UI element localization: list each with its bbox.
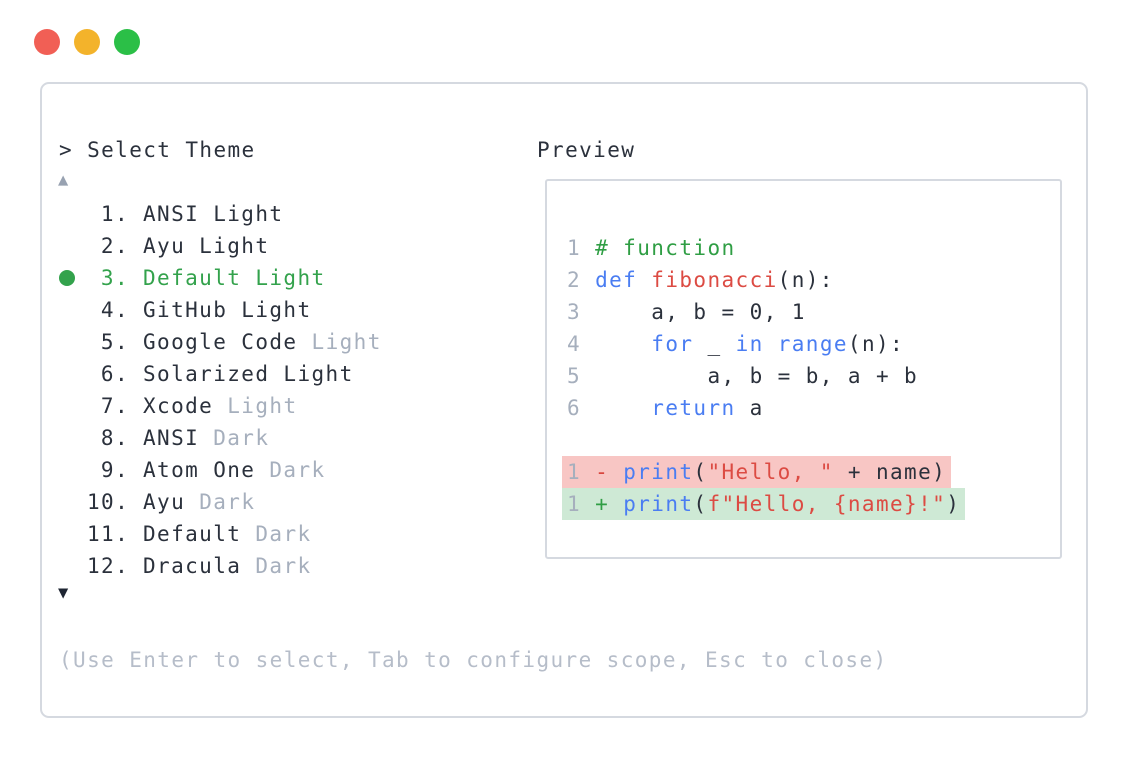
theme-list-item[interactable]: 11. Default Dark — [59, 518, 382, 550]
theme-item-number: 1. — [100, 202, 129, 226]
theme-item-variant: Light — [227, 394, 298, 418]
theme-item-variant: Dark — [255, 554, 312, 578]
scroll-up-icon[interactable]: ▲ — [58, 170, 69, 190]
theme-list-item[interactable]: 1. ANSI Light — [59, 198, 382, 230]
theme-list-item[interactable]: 4. GitHub Light — [59, 294, 382, 326]
theme-picker-window: > Select Theme ▲ 1. ANSI Light 2. Ayu Light… — [40, 82, 1088, 718]
theme-item-number: 5. — [100, 330, 129, 354]
line-number: 5 — [567, 364, 596, 388]
theme-list-item[interactable]: 9. Atom One Dark — [59, 454, 382, 486]
code-line: 3 a, b = 0, 1 — [567, 300, 806, 324]
bullet-spacer — [59, 454, 87, 486]
maximize-window-button[interactable] — [114, 29, 140, 55]
line-number: 6 — [567, 396, 596, 420]
line-number: 2 — [567, 268, 596, 292]
bullet-spacer — [59, 326, 87, 358]
code-line: 1 - print("Hello, " + name) — [562, 456, 1060, 488]
bullet-spacer — [59, 518, 87, 550]
theme-item-number: 7. — [100, 394, 129, 418]
line-number: 4 — [567, 332, 596, 356]
bullet-spacer — [59, 198, 87, 230]
theme-list-item[interactable]: 12. Dracula Dark — [59, 550, 382, 582]
theme-item-name: Ayu Light — [143, 234, 270, 258]
theme-item-number: 9. — [100, 458, 129, 482]
theme-item-variant: Dark — [213, 426, 270, 450]
theme-item-variant: Dark — [269, 458, 326, 482]
bullet-spacer — [59, 358, 87, 390]
theme-item-number: 12. — [87, 554, 130, 578]
theme-list-item[interactable]: 8. ANSI Dark — [59, 422, 382, 454]
theme-item-variant: Light — [311, 330, 382, 354]
theme-item-name: Dracula — [143, 554, 256, 578]
theme-list-item[interactable]: 3. Default Light — [59, 262, 382, 294]
code-blank-line — [567, 424, 1060, 456]
theme-list: 1. ANSI Light 2. Ayu Light 3. Default Light 4.… — [59, 198, 382, 582]
theme-item-variant: Dark — [199, 490, 256, 514]
code-line: 4 for _ in range(n): — [567, 332, 905, 356]
theme-item-name: Atom One — [143, 458, 270, 482]
theme-item-number: 10. — [87, 490, 130, 514]
theme-item-number: 2. — [100, 234, 129, 258]
code-line: 5 a, b = b, a + b — [567, 364, 919, 388]
theme-item-name: Solarized Light — [143, 362, 354, 386]
theme-list-item[interactable]: 6. Solarized Light — [59, 358, 382, 390]
theme-list-item[interactable]: 5. Google Code Light — [59, 326, 382, 358]
close-window-button[interactable] — [34, 29, 60, 55]
theme-item-name: Ayu — [143, 490, 200, 514]
minimize-window-button[interactable] — [74, 29, 100, 55]
bullet-spacer — [59, 422, 87, 454]
selected-dot-icon — [59, 262, 87, 294]
line-number: 1 — [567, 236, 596, 260]
window-controls — [34, 29, 140, 55]
theme-item-name: Default Light — [143, 266, 326, 290]
select-theme-prompt: > Select Theme — [59, 138, 256, 162]
line-number: 1 — [567, 492, 596, 516]
preview-pane: 1 # function 2 def fibonacci(n): 3 a, b = … — [545, 179, 1062, 559]
theme-item-name: Default — [143, 522, 256, 546]
theme-list-item[interactable]: 10. Ayu Dark — [59, 486, 382, 518]
theme-item-number: 4. — [100, 298, 129, 322]
theme-list-item[interactable]: 2. Ayu Light — [59, 230, 382, 262]
theme-item-name: Google Code — [143, 330, 312, 354]
theme-item-number: 3. — [100, 266, 129, 290]
theme-item-number: 11. — [87, 522, 130, 546]
theme-item-variant: Dark — [255, 522, 312, 546]
scroll-down-icon[interactable]: ▼ — [58, 583, 69, 603]
theme-list-item[interactable]: 7. Xcode Light — [59, 390, 382, 422]
preview-label: Preview — [537, 138, 636, 162]
theme-item-name: ANSI — [143, 426, 214, 450]
bullet-spacer — [59, 230, 87, 262]
line-number: 3 — [567, 300, 596, 324]
code-line: 1 + print(f"Hello, {name}!") — [562, 488, 1060, 520]
theme-item-name: Xcode — [143, 394, 228, 418]
code-line: 2 def fibonacci(n): — [567, 268, 834, 292]
help-text: (Use Enter to select, Tab to configure s… — [59, 648, 888, 672]
bullet-spacer — [59, 294, 87, 326]
line-number: 1 — [567, 460, 596, 484]
code-line: 6 return a — [567, 396, 764, 420]
theme-item-name: GitHub Light — [143, 298, 312, 322]
theme-item-number: 6. — [100, 362, 129, 386]
bullet-spacer — [59, 390, 87, 422]
code-line: 1 # function — [567, 236, 736, 260]
theme-item-name: ANSI Light — [143, 202, 284, 226]
bullet-spacer — [59, 486, 87, 518]
theme-item-number: 8. — [100, 426, 129, 450]
